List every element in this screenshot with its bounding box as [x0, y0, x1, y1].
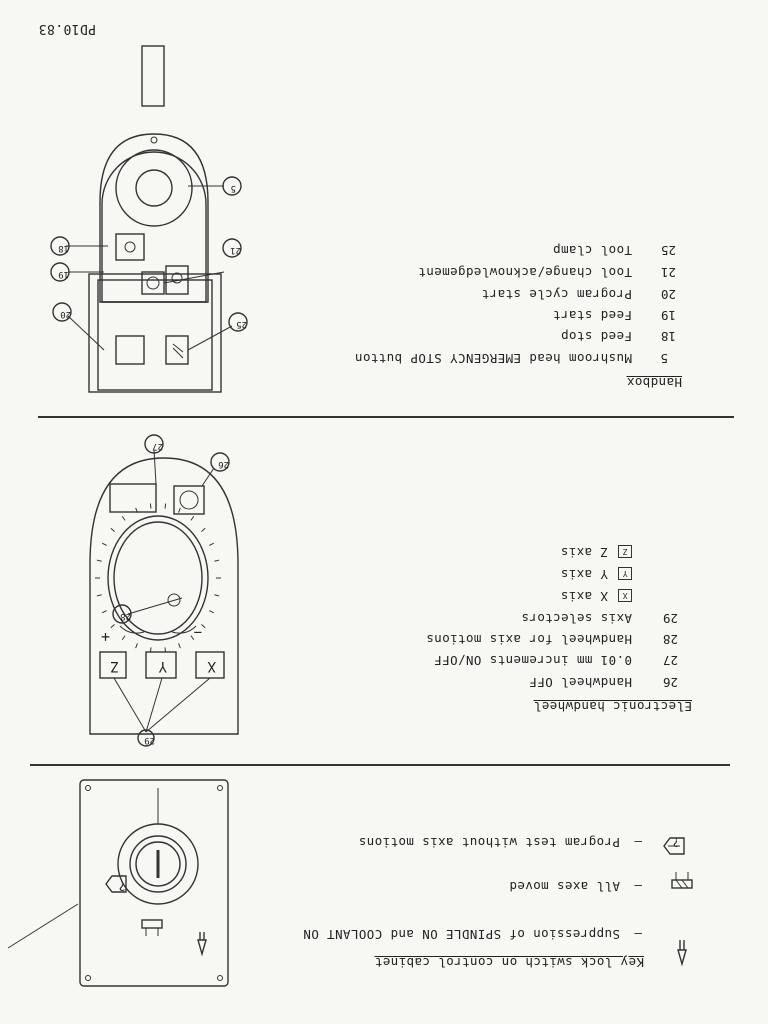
wheel-tick: [164, 647, 167, 653]
wheel-tick: [101, 542, 107, 546]
wheel-tick: [110, 624, 115, 629]
wheel-tick: [135, 643, 138, 649]
wheel-tick: [110, 527, 115, 532]
wheel-tick: [178, 507, 181, 513]
axis-z-button: [99, 651, 127, 679]
wheel-tick: [149, 503, 152, 509]
button-27: [109, 483, 157, 513]
wheel-tick: [149, 647, 152, 653]
keylock-panel: [79, 779, 229, 987]
wheel-tick: [201, 624, 206, 629]
wheel-tick: [201, 527, 206, 532]
wheel-tick: [209, 542, 215, 546]
wheel-tick: [96, 559, 102, 562]
wheel-tick: [164, 503, 167, 509]
axis-y-button: [145, 651, 177, 679]
wheel-tick: [214, 559, 220, 562]
wheel-tick: [190, 515, 195, 521]
key-pen-icon: [677, 940, 687, 967]
wheel-tick: [178, 643, 181, 649]
wheel-tick: [121, 635, 126, 641]
button-25: [115, 335, 145, 365]
button-26: [173, 485, 205, 515]
key-both-icon: [671, 879, 693, 889]
wheel-tick: [209, 610, 215, 614]
wheel-tick: [190, 635, 195, 641]
key-arrow-icon: [663, 837, 685, 855]
wheel-tick: [101, 610, 107, 614]
wheel-tick: [214, 594, 220, 597]
wheel-tick: [121, 515, 126, 521]
button-21: [115, 233, 145, 261]
button-18: [165, 265, 189, 295]
wheel-tick: [96, 594, 102, 597]
